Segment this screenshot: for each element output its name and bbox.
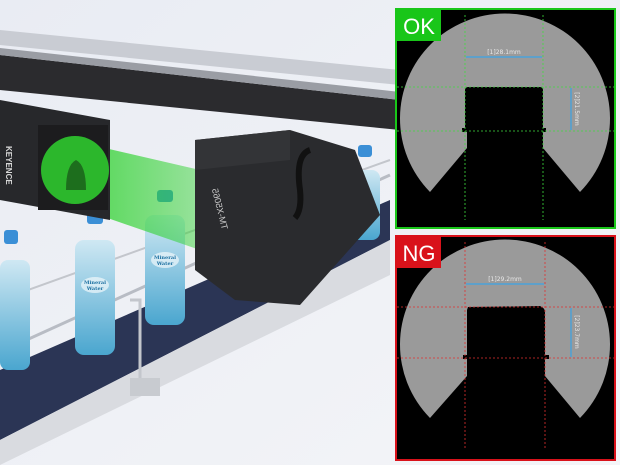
cable bbox=[292, 147, 312, 220]
bottle-label: Water bbox=[86, 286, 104, 292]
brand-text: KEYENCE bbox=[4, 146, 13, 185]
bottle-label: Water bbox=[156, 261, 174, 267]
ok-result-panel: [1]28.1mm [2]21.5mm OK bbox=[395, 8, 616, 229]
measurement-height: [2]21.5mm bbox=[573, 92, 580, 126]
ok-badge bbox=[397, 10, 441, 41]
ng-badge bbox=[397, 237, 441, 268]
rail-bracket bbox=[130, 378, 160, 396]
measurement-height: [2]23.7mm bbox=[573, 315, 580, 349]
emitter-head: KEYENCE bbox=[0, 100, 110, 220]
measurement-width: [1]29.2mm bbox=[488, 276, 522, 283]
bottle-label: Mineral bbox=[84, 280, 106, 286]
measurement-width: [1]28.1mm bbox=[487, 49, 521, 56]
overhead-rail bbox=[0, 30, 400, 130]
ok-badge-text: OK bbox=[403, 14, 435, 39]
receiver-head: TM-X5065 bbox=[195, 130, 380, 305]
ng-badge-text: NG bbox=[403, 241, 436, 266]
bottle-label: Mineral bbox=[154, 255, 176, 261]
ng-result-panel: [1]29.2mm [2]23.7mm NG bbox=[395, 235, 616, 461]
